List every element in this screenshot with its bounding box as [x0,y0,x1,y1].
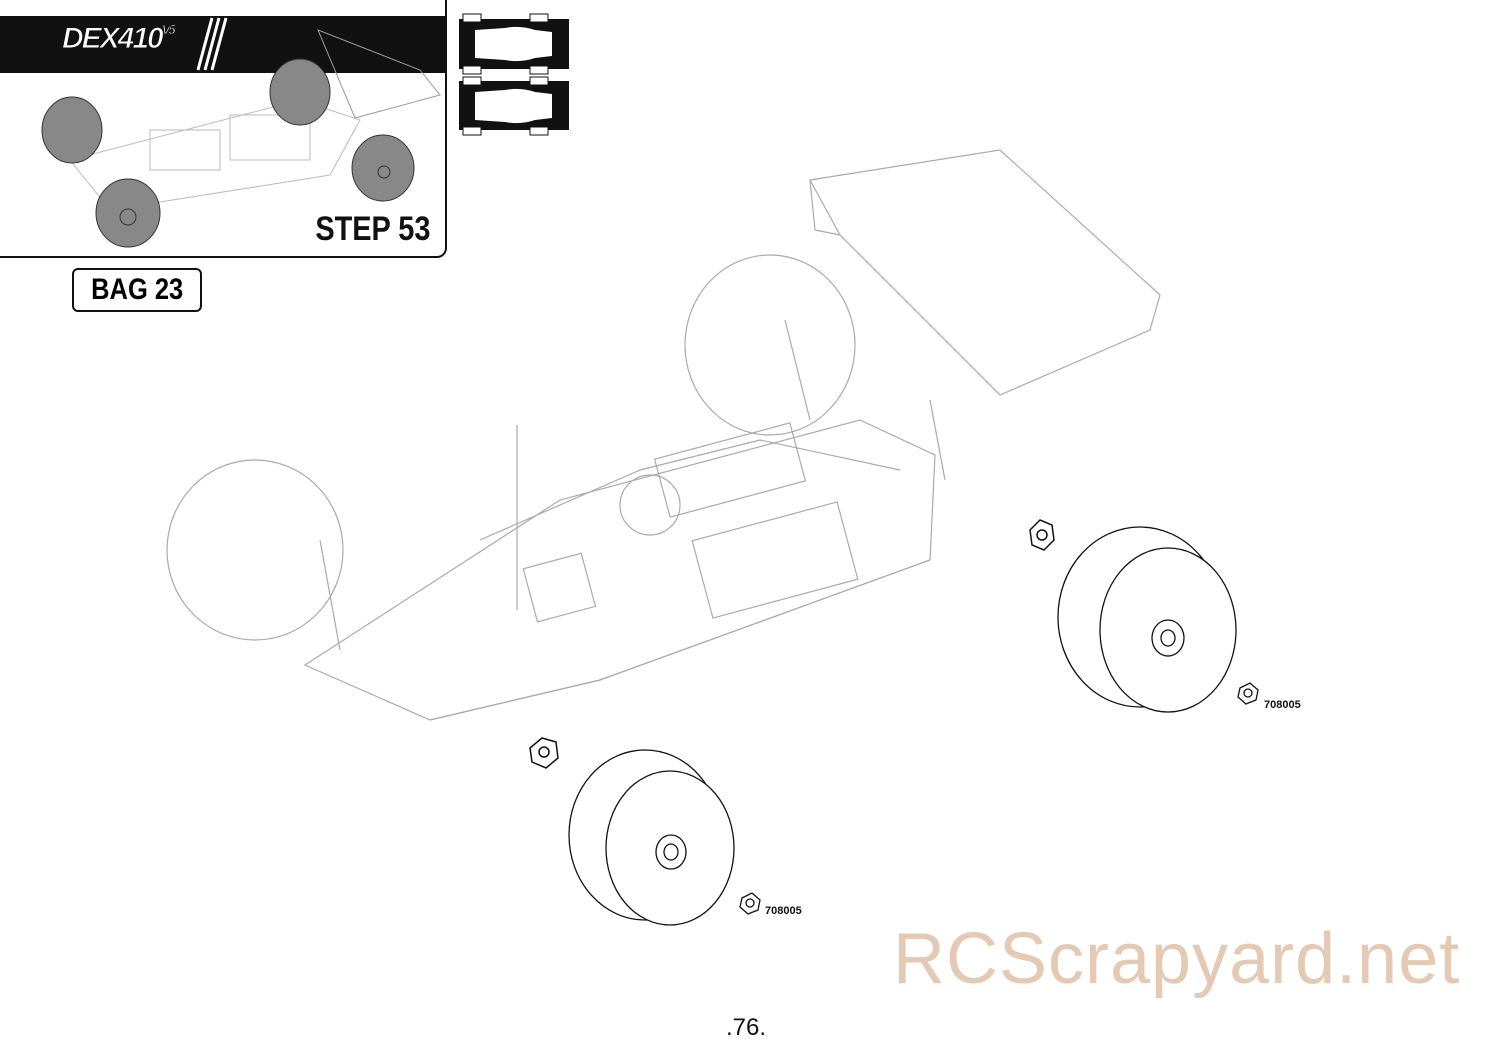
page-number: .76. [726,1014,767,1041]
thumbnail-wheels [41,58,415,248]
part-number-front: 708005 [765,905,802,917]
watermark: RCScrapyard.net [893,919,1461,999]
nut-icon-rear [1237,682,1259,705]
orientation-icon-bottom [459,76,569,136]
bag-text: BAG 23 [90,273,184,306]
front-wheel [568,749,735,926]
nut-icon-front [739,892,761,915]
hex-hub-rear [1029,519,1055,551]
orientation-icon-top [459,13,569,75]
part-number-rear: 708005 [1264,699,1301,711]
step-number: STEP 53 [314,210,430,248]
dex410-logo: DEX410V5 [62,22,177,56]
hex-hub-front [529,737,559,769]
logo-version: V5 [161,22,176,38]
logo-text: DEX410 [62,22,165,56]
rear-wheel [1057,526,1237,713]
bag-badge: BAG 23 [72,268,202,312]
car-chassis [166,149,1161,721]
logo-stripes [196,17,228,71]
